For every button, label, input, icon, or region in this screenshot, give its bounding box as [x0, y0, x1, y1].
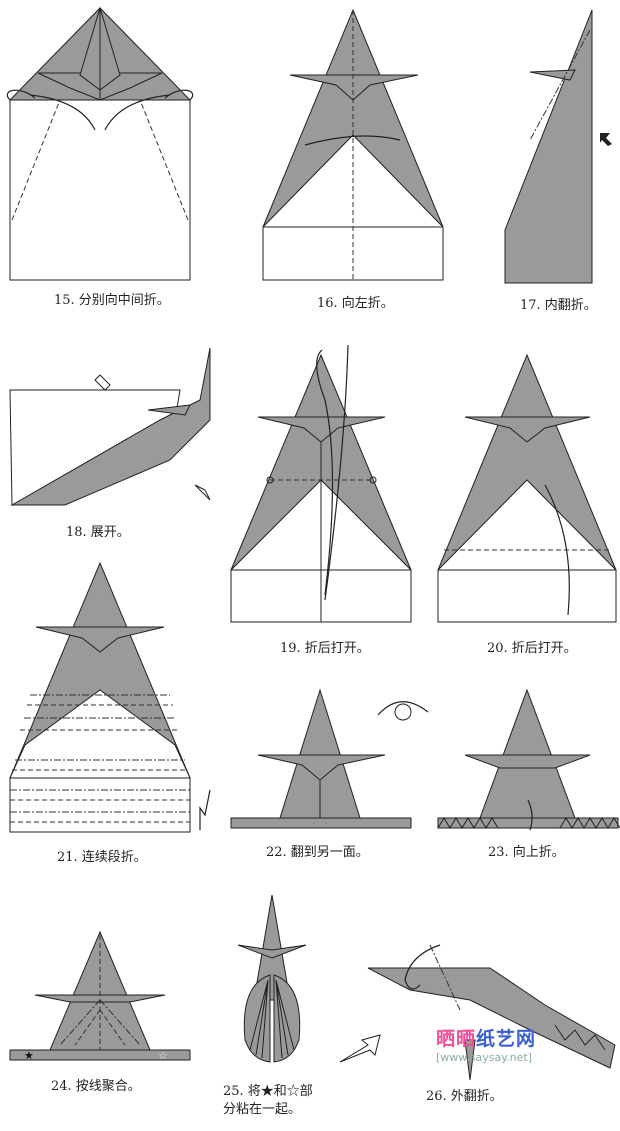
step-17-figure [504, 9, 612, 284]
watermark: 晒晒纸艺网 [www.saysay.net] [436, 1024, 536, 1064]
step-22-caption: 22. 翻到另一面。 [266, 845, 369, 860]
step-17-caption: 17. 内翻折。 [520, 298, 597, 313]
step-20-figure [437, 353, 617, 623]
step-23-caption: 23. 向上折。 [488, 845, 565, 860]
step-26-figure [367, 944, 616, 1081]
watermark-url: [www.saysay.net] [436, 1051, 533, 1064]
step-25-caption-line2: 分粘在一起。 [223, 1102, 302, 1117]
step-20-caption: 20. 折后打开。 [487, 641, 577, 656]
step-16-figure [262, 8, 444, 281]
step-24-caption: 24. 按线聚合。 [51, 1079, 141, 1094]
step-25-figure [237, 894, 381, 1063]
push-arrow-icon [600, 133, 612, 146]
step-18-figure [9, 347, 211, 506]
step-21-figure [9, 561, 211, 833]
star-outline-icon: ☆ [158, 1049, 168, 1062]
unfold-arrow-icon [94, 374, 111, 391]
step-21-caption: 21. 连续段折。 [57, 850, 147, 865]
watermark-site-name: 晒晒纸艺网 [436, 1028, 537, 1050]
view-arrow-icon [339, 1034, 381, 1063]
step-19-caption: 19. 折后打开。 [280, 641, 370, 656]
step-15-figure [6, 6, 194, 281]
unfold-arrow-icon [194, 484, 211, 501]
step-15-caption: 15. 分别向中间折。 [54, 293, 170, 308]
step-23-figure [437, 688, 620, 831]
step-24-figure: ★ ☆ [9, 930, 191, 1062]
step-19-figure [230, 344, 412, 623]
step-22-figure [230, 688, 429, 829]
step-16-caption: 16. 向左折。 [317, 296, 394, 311]
step-25-caption-line1: 25. 将★和☆部 [223, 1084, 313, 1099]
star-filled-icon: ★ [24, 1049, 34, 1062]
step-26-caption: 26. 外翻折。 [426, 1089, 503, 1104]
step-18-caption: 18. 展开。 [66, 525, 130, 540]
